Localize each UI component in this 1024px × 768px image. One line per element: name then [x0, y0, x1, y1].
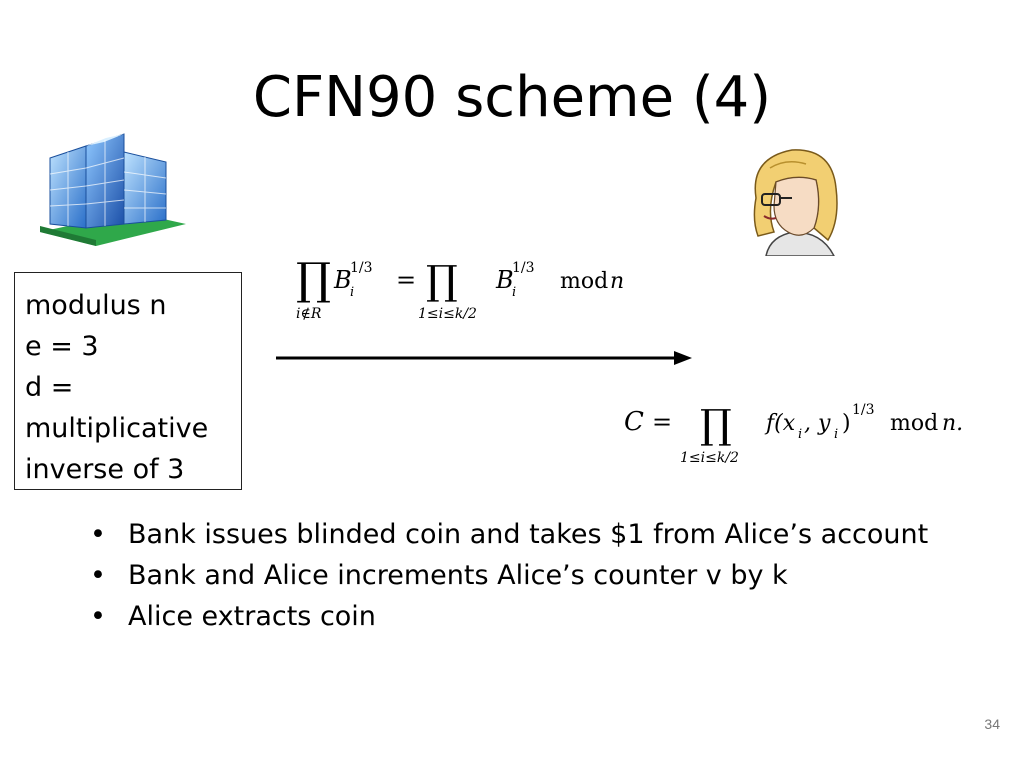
b-subscript-2: i — [512, 285, 516, 300]
x-subscript: i — [798, 427, 802, 442]
y-term: , y — [804, 411, 831, 436]
bullet-text: Alice extracts coin — [128, 601, 376, 632]
equals-sign-2: = — [652, 408, 672, 436]
coin-formula: C = ∏ 1≤i≤k/2 f(x i , y i ) 1/3 mod n. — [624, 402, 963, 466]
y-subscript: i — [834, 427, 838, 442]
key-line-modulus: modulus n — [25, 290, 167, 321]
modulus-label: n — [610, 269, 624, 294]
bullet-item: • Bank issues blinded coin and takes $1 … — [90, 514, 928, 555]
blinded-coin-formula: ∏ i∉R B i 1/3 = ∏ 1≤i≤k/2 B i 1/3 mod n — [296, 258, 624, 322]
modulus-label-2: n. — [942, 411, 963, 436]
key-parameters-box: modulus n e = 3 d = multiplicative inver… — [14, 272, 242, 490]
key-line-d: d = — [25, 372, 74, 403]
product-symbol: ∏ — [296, 258, 331, 305]
b-term: B — [333, 266, 352, 294]
key-line-e: e = 3 — [25, 331, 99, 362]
mod-label-2: mod — [890, 411, 938, 436]
close-paren: ) — [842, 411, 851, 436]
product-symbol-2: ∏ — [426, 258, 458, 304]
bullet-item: • Alice extracts coin — [90, 596, 928, 637]
mod-label: mod — [560, 269, 608, 294]
product-subscript: i∉R — [296, 306, 322, 322]
bullet-text: Bank and Alice increments Alice’s counte… — [128, 560, 788, 591]
page-number: 34 — [984, 716, 1000, 732]
bullet-item: • Bank and Alice increments Alice’s coun… — [90, 555, 928, 596]
product-symbol-3: ∏ — [700, 402, 732, 448]
right-arrow-icon — [276, 351, 692, 365]
key-line-multiplicative: multiplicative — [25, 413, 209, 444]
alice-avatar-icon — [753, 149, 838, 256]
bank-building-icon — [40, 133, 186, 246]
key-line-inverse: inverse of 3 — [25, 454, 185, 485]
equals-sign: = — [396, 266, 416, 294]
b-exponent-2: 1/3 — [512, 260, 535, 276]
b-subscript: i — [350, 285, 354, 300]
f-term: f(x — [764, 411, 796, 436]
bullet-text: Bank issues blinded coin and takes $1 fr… — [128, 519, 929, 550]
bullet-dot: • — [90, 560, 106, 591]
f-exponent: 1/3 — [852, 402, 875, 418]
product-subscript-2: 1≤i≤k/2 — [418, 306, 477, 322]
bullet-list: • Bank issues blinded coin and takes $1 … — [90, 514, 928, 637]
c-term: C — [624, 407, 644, 437]
bullet-dot: • — [90, 519, 106, 550]
slide-title: CFN90 scheme (4) — [252, 65, 772, 130]
product-subscript-3: 1≤i≤k/2 — [680, 450, 739, 466]
bullet-dot: • — [90, 601, 106, 632]
b-exponent: 1/3 — [350, 260, 373, 276]
b-term-2: B — [495, 266, 514, 294]
